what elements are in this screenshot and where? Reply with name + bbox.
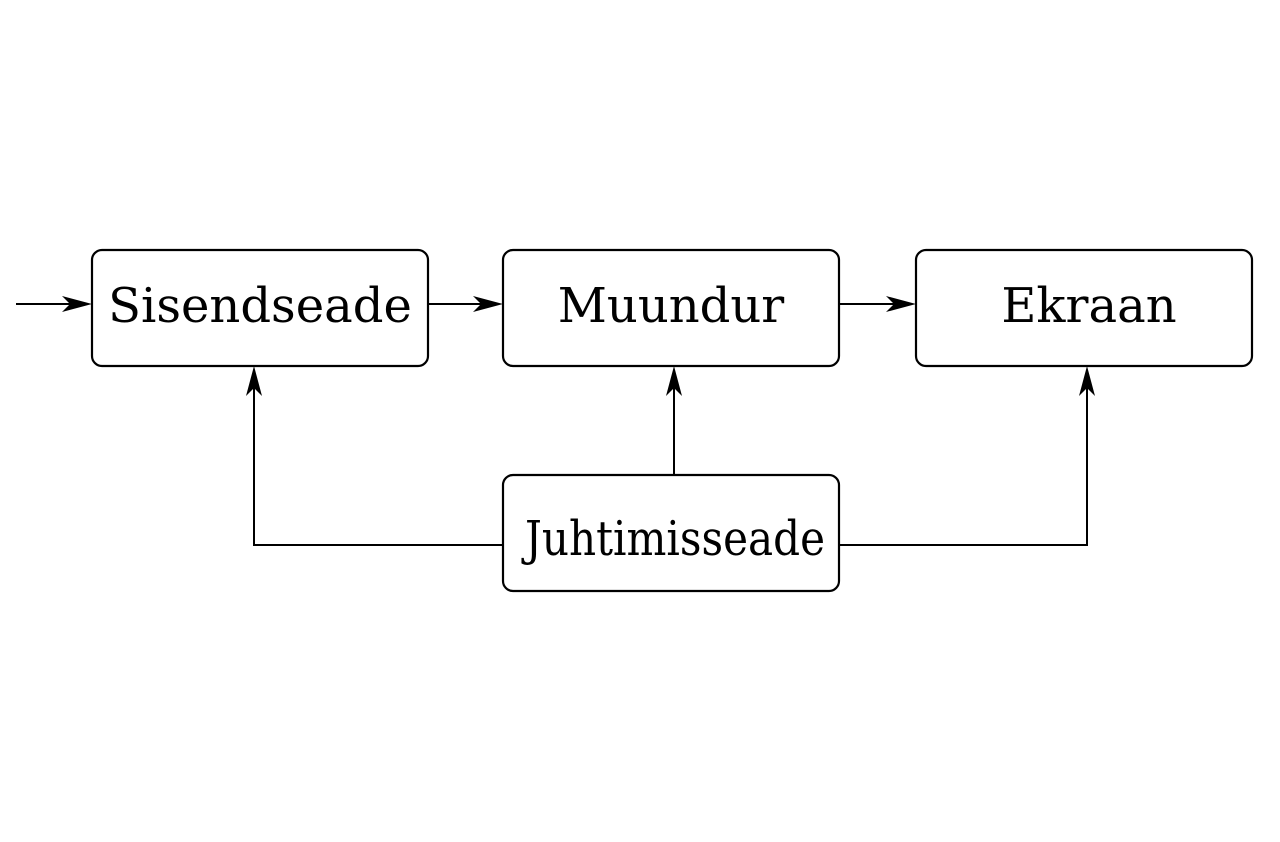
node-input-device: Sisendseade [90,248,430,368]
arrowhead-converter [473,296,503,312]
arrowhead-display [886,296,916,312]
edge-control-to-display [839,382,1088,546]
node-control-device: Juhtimisseade [501,473,841,593]
arrowhead-display-from-control [1079,366,1095,396]
node-display-label: Ekraan [1001,278,1176,334]
edges [16,296,1095,546]
arrowhead-input-device [62,296,92,312]
edge-control-to-input-device [253,382,503,546]
node-control-device-label: Juhtimisseade [521,511,825,567]
node-converter-box [501,248,841,368]
arrowhead-converter-from-control [666,366,682,396]
node-control-device-box [501,473,841,593]
node-input-device-label: Sisendseade [108,278,412,334]
arrowhead-input-device-from-control [246,366,262,396]
node-display-box [914,248,1254,368]
node-converter: Muundur [501,248,841,368]
node-converter-label: Muundur [558,278,785,334]
node-display: Ekraan [914,248,1254,368]
node-input-device-box [90,248,430,368]
